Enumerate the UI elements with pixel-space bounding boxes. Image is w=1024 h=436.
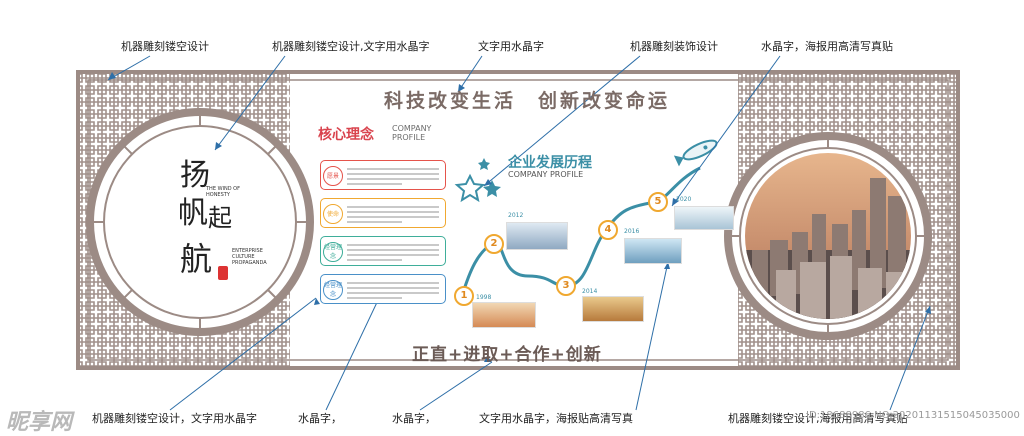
year-label: 2016 bbox=[624, 228, 640, 235]
annotation-leaders bbox=[107, 55, 931, 411]
annotation-top-2: 机器雕刻镂空设计,文字用水晶字 bbox=[272, 40, 430, 53]
milestone-5: 5 bbox=[648, 192, 668, 212]
annotation-top-4: 机器雕刻装饰设计 bbox=[630, 40, 718, 53]
concept-card-mission: 使命 bbox=[320, 198, 446, 228]
watermark-id: ID:18688986 NO:20201131515045035000 bbox=[806, 410, 1020, 421]
year-label: 1998 bbox=[476, 294, 492, 301]
left-lattice-panel bbox=[80, 74, 314, 366]
calligraphy-char-2: 帆 bbox=[178, 196, 208, 231]
annotation-top-1: 机器雕刻镂空设计 bbox=[121, 40, 209, 53]
card-text-lines bbox=[347, 279, 439, 302]
badge-vision: 愿景 bbox=[323, 166, 343, 186]
calligraphy-english-2: ENTERPRISE CULTURE PROPAGANDA bbox=[232, 248, 267, 266]
annotation-top-3: 文字用水晶字 bbox=[478, 40, 544, 53]
year-label: 2020 bbox=[676, 196, 692, 203]
core-concept-title: 核心理念 bbox=[318, 127, 374, 143]
year-label: 2014 bbox=[582, 288, 598, 295]
concept-card-vision: 愿景 bbox=[320, 160, 446, 190]
star-decoration bbox=[454, 158, 501, 203]
red-seal-icon bbox=[218, 266, 228, 280]
board-slogan: 科技改变生活 创新改变命运 bbox=[384, 90, 671, 112]
annotation-bottom-3: 水晶字， bbox=[392, 412, 436, 425]
concept-card-business: 经营理念 bbox=[320, 236, 446, 266]
milestone-photo bbox=[472, 302, 536, 328]
core-concept-en: COMPANY PROFILE bbox=[392, 124, 431, 142]
milestone-2: 2 bbox=[484, 234, 504, 254]
milestone-photo bbox=[506, 222, 568, 250]
milestone-photo bbox=[674, 206, 734, 230]
badge-business: 经营理念 bbox=[323, 242, 343, 262]
rocket-icon bbox=[673, 139, 718, 167]
core-en-line-1: COMPANY bbox=[392, 124, 432, 133]
development-title: 企业发展历程 bbox=[508, 155, 592, 171]
annotation-bottom-4: 文字用水晶字，海报贴高清写真 bbox=[479, 412, 633, 425]
city-skyline-photo bbox=[745, 153, 911, 319]
annotation-bottom-5: 机器雕刻镂空设计,海报用高清写真贴 bbox=[728, 412, 908, 425]
watermark-logo: 昵享网 bbox=[6, 410, 73, 435]
development-en: COMPANY PROFILE bbox=[508, 170, 584, 179]
card-text-lines bbox=[347, 203, 439, 226]
milestone-4: 4 bbox=[598, 220, 618, 240]
milestone-1: 1 bbox=[454, 286, 474, 306]
milestone-3: 3 bbox=[556, 276, 576, 296]
core-en-line-2: PROFILE bbox=[392, 133, 426, 142]
core-values: 正直+进取+合作+创新 bbox=[412, 345, 602, 365]
concept-card-operation: 经营理念 bbox=[320, 274, 446, 304]
year-label: 2012 bbox=[508, 212, 524, 219]
calligraphy-char-3: 起 bbox=[208, 204, 232, 232]
badge-operation: 经营理念 bbox=[323, 280, 343, 300]
calligraphy-char-1: 扬 bbox=[180, 158, 210, 193]
milestone-photo bbox=[624, 238, 682, 264]
annotation-bottom-1: 机器雕刻镂空设计，文字用水晶字 bbox=[92, 412, 257, 425]
annotation-top-5: 水晶字，海报用高清写真贴 bbox=[761, 40, 893, 53]
annotation-bottom-2: 水晶字， bbox=[298, 412, 342, 425]
card-text-lines bbox=[347, 165, 439, 188]
calligraphy-char-4: 航 bbox=[180, 240, 213, 278]
card-text-lines bbox=[347, 241, 439, 264]
milestone-photo bbox=[582, 296, 644, 322]
calligraphy-title: 扬 帆 起 航 bbox=[178, 150, 238, 290]
calligraphy-english-1: THE WIND OF HONESTY bbox=[206, 186, 240, 198]
badge-mission: 使命 bbox=[323, 204, 343, 224]
